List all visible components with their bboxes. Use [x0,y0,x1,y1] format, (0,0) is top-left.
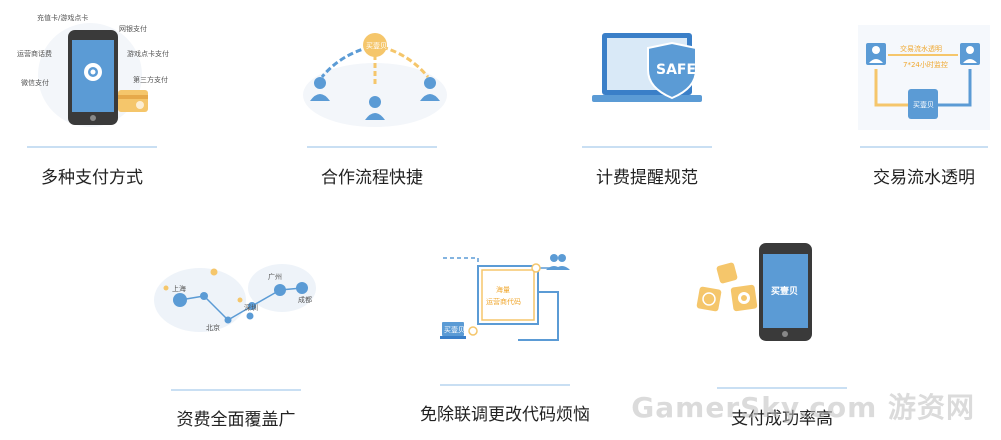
feature-divider [307,146,437,148]
pay-item-gamecard: 游戏点卡支付 [127,49,169,58]
feature-divider [860,146,988,148]
feature-divider [27,146,157,148]
billing-illustration: SAFE [592,33,702,102]
city-shanghai: 上海 [172,284,186,293]
no-debug-line1: 海量 [496,285,510,294]
success-rate-illustration: 买壹贝 [696,243,812,341]
feature-label: 计费提醒规范 [596,168,698,188]
feature-label: 资费全面覆盖广 [176,410,296,430]
feature-label: 交易流水透明 [873,168,975,188]
cooperation-illustration: 买壹贝 [303,33,447,127]
city-beijing: 北京 [206,323,220,332]
pay-item-bank: 网银支付 [119,24,147,33]
city-guangzhou: 广州 [268,272,282,281]
city-shenzhen: 深圳 [244,303,258,312]
feature-divider [717,387,847,389]
transaction-illustration: 买壹贝 交易流水透明 7*24小时监控 [858,25,990,130]
feature-divider [171,389,301,391]
coverage-illustration: 上海 广州 深圳 成都 北京 [154,264,316,332]
pay-item-prepaid: 充值卡/游戏点卡 [37,13,88,22]
transaction-line2: 7*24小时监控 [903,60,948,69]
feature-label: 免除联调更改代码烦恼 [420,405,590,425]
feature-label: 多种支付方式 [41,168,143,188]
no-debug-pc: 买壹贝 [444,325,465,334]
transaction-box: 买壹贝 [913,100,934,109]
pay-item-carrier: 运营商话费 [17,49,52,58]
payment-methods-illustration: 充值卡/游戏点卡 网银支付 运营商话费 游戏点卡支付 微信支付 第三方支付 [17,13,169,127]
transaction-line1: 交易流水透明 [900,44,942,53]
feature-label: 合作流程快捷 [321,168,423,188]
success-phone-label: 买壹贝 [771,285,798,297]
pay-item-wechat: 微信支付 [21,78,49,87]
site-watermark: GamerSky.com 游资网 [631,391,975,424]
no-debug-illustration: 海量 运营商代码 买壹贝 [440,254,570,341]
cooperation-center: 买壹贝 [366,41,387,50]
no-debug-line2: 运营商代码 [486,297,521,306]
feature-divider [582,146,712,148]
feature-divider [440,384,570,386]
feature-label: 支付成功率高 [731,409,833,429]
city-chengdu: 成都 [298,295,312,304]
pay-item-thirdparty: 第三方支付 [133,75,168,84]
safe-badge: SAFE [656,62,696,78]
